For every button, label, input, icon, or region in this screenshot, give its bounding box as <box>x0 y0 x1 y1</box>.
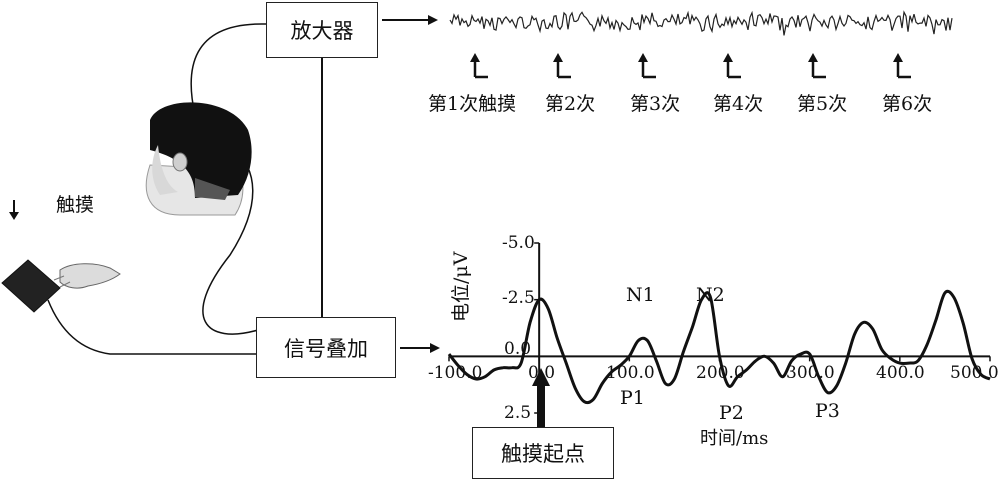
eeg-stimulus-marker-icon <box>553 53 571 79</box>
y-tick-label: -5.0 <box>502 233 535 253</box>
y-tick-label: -2.5 <box>502 288 535 308</box>
peak-label-p3: P3 <box>815 400 840 422</box>
y-tick-label: 0.0 <box>504 339 532 359</box>
x-tick-label: 300.0 <box>786 363 835 383</box>
y-axis-title: 电位/μV <box>450 251 472 322</box>
eeg-stimulus-marker-icon <box>470 53 488 79</box>
x-tick-label: 200.0 <box>696 363 745 383</box>
pad-summation-wire <box>47 299 256 355</box>
peak-label-p1: P1 <box>620 387 645 409</box>
x-tick-label: 400.0 <box>876 363 925 383</box>
eeg-stimulus-marker-icon <box>808 53 826 79</box>
touch-label: 触摸 <box>56 194 95 216</box>
eeg-stimulus-marker-icon <box>893 53 911 79</box>
x-tick-label: 500.0 <box>950 363 999 383</box>
eeg-marker-label-1: 第1次触摸 <box>428 93 517 115</box>
amplifier-box: 放大器 <box>266 2 378 58</box>
eeg-marker-label-4: 第4次 <box>713 93 764 115</box>
touch-down-arrow-icon <box>9 200 19 220</box>
peak-label-n1: N1 <box>626 284 655 306</box>
hand-icon <box>53 263 121 289</box>
touch-pad-icon <box>1 259 61 313</box>
eeg-marker-label-2: 第2次 <box>545 93 596 115</box>
touch-onset-box: 触摸起点 <box>472 427 614 479</box>
x-tick-label: 100.0 <box>606 363 655 383</box>
eeg-marker-label-6: 第6次 <box>882 93 933 115</box>
peak-label-p2: P2 <box>719 402 744 424</box>
eeg-stimulus-markers <box>470 53 911 79</box>
eeg-marker-label-3: 第3次 <box>630 93 681 115</box>
y-tick-label: 2.5 <box>504 403 532 423</box>
head-summation-wire <box>202 147 259 335</box>
chart-series-line <box>447 289 991 405</box>
erp-chart <box>447 242 991 414</box>
head-with-electrode-cap-icon <box>145 102 252 216</box>
amplifier-label: 放大器 <box>290 19 354 43</box>
eeg-stimulus-marker-icon <box>723 53 741 79</box>
peak-label-n2: N2 <box>696 284 725 306</box>
eeg-stimulus-marker-icon <box>638 53 656 79</box>
eeg-raw-trace <box>449 10 953 36</box>
eeg-marker-label-5: 第5次 <box>797 93 848 115</box>
touch-onset-label: 触摸起点 <box>501 442 585 466</box>
summation-label: 信号叠加 <box>284 336 368 361</box>
x-tick-label: 0.0 <box>528 363 556 383</box>
chart-x-tick-marks <box>448 356 991 362</box>
x-tick-label: -100.0 <box>428 363 483 383</box>
x-axis-title: 时间/ms <box>700 428 769 449</box>
summation-box: 信号叠加 <box>256 317 396 378</box>
touch-onset-arrow-icon <box>532 368 550 428</box>
